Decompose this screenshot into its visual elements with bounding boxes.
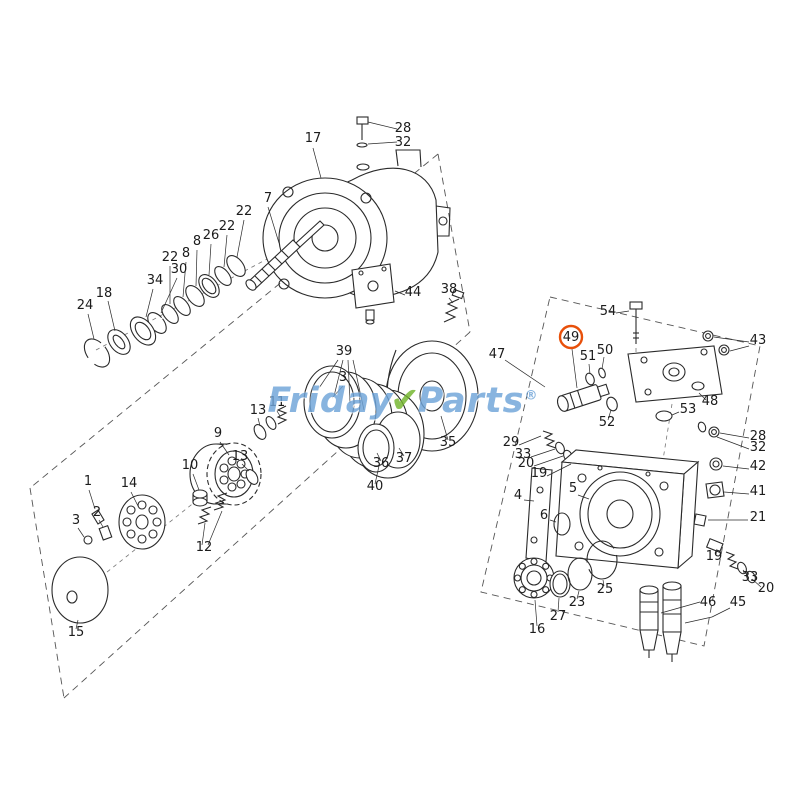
part-label-8: 8 xyxy=(193,234,201,249)
cylinder-block-drawing xyxy=(189,442,262,506)
part-label-35: 35 xyxy=(440,435,457,450)
relief-valve-pair-drawing xyxy=(639,581,682,662)
part-label-21: 21 xyxy=(750,510,767,525)
plug-chain-lower-drawing xyxy=(705,537,756,584)
part-label-41: 41 xyxy=(750,484,767,499)
part-label-40: 40 xyxy=(367,479,384,494)
part-label-22: 22 xyxy=(162,250,179,265)
top-plug-bolt-drawing xyxy=(356,116,369,148)
part-label-49: 49 xyxy=(563,330,580,345)
part-label-17: 17 xyxy=(305,131,322,146)
part-label-51: 51 xyxy=(580,349,597,364)
part-label-36: 36 xyxy=(373,456,390,471)
part-label-22: 22 xyxy=(236,204,253,219)
part-label-23: 23 xyxy=(569,595,586,610)
part-label-3: 3 xyxy=(339,370,347,385)
part-label-10: 10 xyxy=(182,458,199,473)
part-label-48: 48 xyxy=(702,394,719,409)
part-label-13: 13 xyxy=(250,403,267,418)
part-label-5: 5 xyxy=(569,481,577,496)
part-label-33: 33 xyxy=(742,570,759,585)
bolt-54-drawing xyxy=(629,301,643,344)
part-label-39: 39 xyxy=(336,344,353,359)
part-label-50: 50 xyxy=(597,343,614,358)
retainer-plate-drawing xyxy=(118,494,166,550)
part-label-12: 12 xyxy=(196,540,213,555)
motor-housing-drawing xyxy=(262,149,451,299)
part-label-19: 19 xyxy=(531,466,548,481)
part-label-32: 32 xyxy=(750,440,767,455)
part-label-38: 38 xyxy=(441,282,458,297)
part-label-6: 6 xyxy=(540,508,548,523)
oring-6-drawing xyxy=(553,512,571,536)
part-label-18: 18 xyxy=(96,286,113,301)
part-label-11: 11 xyxy=(269,395,286,410)
part-label-7: 7 xyxy=(264,191,272,206)
part-label-1: 1 xyxy=(84,474,92,489)
highlighted-part-callout xyxy=(558,324,584,350)
seal-bearing-chain-drawing xyxy=(83,255,246,368)
part-label-34: 34 xyxy=(147,273,164,288)
pins-drawing xyxy=(83,509,113,545)
part-label-45: 45 xyxy=(730,595,747,610)
valve-manifold-block-drawing xyxy=(606,345,723,422)
fittings-right-drawing xyxy=(697,330,730,499)
part-label-3: 3 xyxy=(72,513,80,528)
part-label-16: 16 xyxy=(529,622,546,637)
seal-rings-bottom-drawing xyxy=(549,540,618,598)
part-label-8: 8 xyxy=(182,246,190,261)
part-label-14: 14 xyxy=(121,476,138,491)
part-label-32: 32 xyxy=(395,135,412,150)
spring-plug-drawing xyxy=(443,288,465,323)
part-label-33: 33 xyxy=(515,447,532,462)
part-label-43: 43 xyxy=(750,333,767,348)
part-label-19: 19 xyxy=(706,549,723,564)
part-label-52: 52 xyxy=(599,415,616,430)
part-label-27: 27 xyxy=(550,609,567,624)
part-label-54: 54 xyxy=(600,304,617,319)
part-label-24: 24 xyxy=(77,298,94,313)
swash-plate-disc-drawing xyxy=(51,556,109,624)
lower-ring-pair-drawing xyxy=(357,411,421,473)
part-label-28: 28 xyxy=(750,429,767,444)
part-label-9: 9 xyxy=(214,426,222,441)
part-label-53: 53 xyxy=(680,402,697,417)
part-label-30: 30 xyxy=(171,262,188,277)
part-label-46: 46 xyxy=(700,595,717,610)
relief-valve-49-drawing xyxy=(556,383,610,412)
part-label-42: 42 xyxy=(750,459,767,474)
part-label-25: 25 xyxy=(597,582,614,597)
part-label-37: 37 xyxy=(396,451,413,466)
springs-drawing xyxy=(197,492,228,525)
orings-50-51-drawing xyxy=(585,367,606,386)
part-label-47: 47 xyxy=(489,347,506,362)
main-housing-drawing xyxy=(555,449,700,570)
part-label-22: 22 xyxy=(219,219,236,234)
part-label-26: 26 xyxy=(203,228,220,243)
part-label-29: 29 xyxy=(503,435,520,450)
small-valve-block-drawing xyxy=(351,263,395,325)
part-label-20: 20 xyxy=(518,456,535,471)
part-label-13: 13 xyxy=(232,449,249,464)
drive-shaft-drawing xyxy=(245,220,325,291)
bearing-16-drawing xyxy=(513,557,555,599)
part-label-20: 20 xyxy=(758,581,775,596)
part-label-4: 4 xyxy=(514,488,522,503)
part-label-28: 28 xyxy=(395,121,412,136)
leader-lines xyxy=(75,121,762,630)
part-label-15: 15 xyxy=(68,625,85,640)
part-label-2: 2 xyxy=(93,505,101,520)
small-rings-and-spring-drawing xyxy=(192,405,288,507)
part-label-44: 44 xyxy=(405,285,422,300)
